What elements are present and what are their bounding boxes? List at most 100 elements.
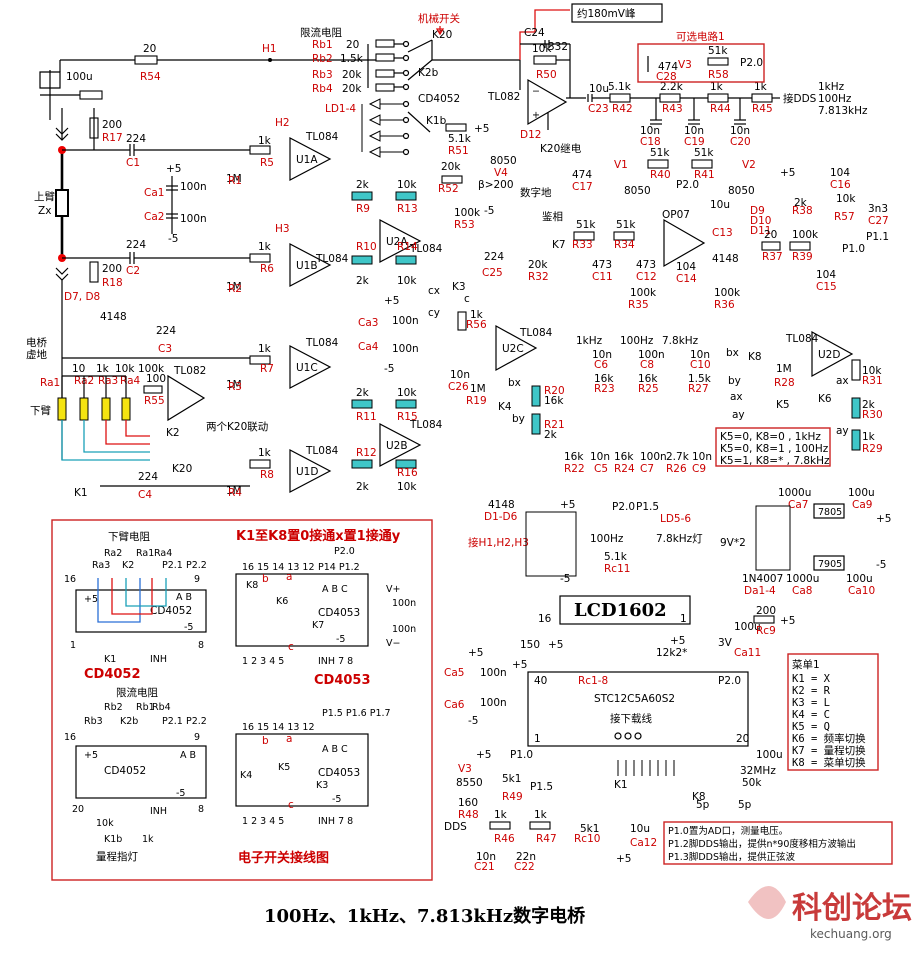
k3-cy: cy <box>428 307 440 319</box>
c21-ref: C21 <box>474 861 495 873</box>
power-section: 4148 D1-D6 接H1,H2,H3 +5 -5 P2.0 P1.5 LD5… <box>468 487 891 597</box>
filter-1khz: 1kHz <box>576 335 603 347</box>
ra3-value: 10k <box>115 363 135 375</box>
xtal-32m: 32MHz <box>740 765 776 777</box>
svg-text:V−: V− <box>386 638 400 649</box>
r22-value: 16k <box>564 451 584 463</box>
ra1-value: 10 <box>72 363 85 375</box>
r7-value: 1k <box>258 343 272 355</box>
d16-4148: 4148 <box>488 499 515 511</box>
d16-plus5: +5 <box>560 499 575 511</box>
peak-text: 约180mV峰 <box>577 7 636 20</box>
r43-value: 2.2k <box>660 81 684 93</box>
r1-ref: R1 <box>228 175 242 187</box>
menu-item-0: K1 = X <box>792 673 831 685</box>
c23-ref: C23 <box>588 103 609 115</box>
r21-ref: R21 <box>544 419 565 431</box>
c28-value: 474 <box>658 61 678 73</box>
d9-ref: D9 <box>750 205 765 217</box>
ld14-label: LD1-4 <box>325 103 356 115</box>
mcu-label: STC12C5A60S2 <box>594 693 675 705</box>
ca3-ref: Ca3 <box>358 317 378 329</box>
k-table-row-1: K5=0, K8=1 , 100Hz <box>720 443 829 455</box>
r6-ref: R6 <box>260 263 274 275</box>
ca12-plus5: +5 <box>616 853 631 865</box>
k3-c: c <box>464 293 470 305</box>
h2-label: H2 <box>275 117 290 129</box>
ca5-value: 100n <box>480 667 507 679</box>
r25-value: 16k <box>638 373 658 385</box>
v4-beta: β>200 <box>478 179 514 191</box>
svg-text:16 15 14 13 12: 16 15 14 13 12 <box>242 722 315 733</box>
rc11-value: 5.1k <box>604 551 628 563</box>
r3-ref: R3 <box>228 381 242 393</box>
r54-ref: R54 <box>140 71 161 83</box>
limit-resistors: 限流电阻 Rb1 Rb2 Rb3 Rb4 20 1.5k 20k 20k 机械开… <box>300 12 520 95</box>
ra1-ref: Ra1 <box>40 377 60 389</box>
r45-ref: R45 <box>752 103 773 115</box>
ca1-value: 100n <box>180 181 207 193</box>
r48-ref: R48 <box>458 809 479 821</box>
mech-switch-label: 机械开关 <box>418 12 460 25</box>
menu-box: 菜单1 K1 = X K2 = R K3 = L K4 = C K5 = Q K… <box>787 653 879 771</box>
freq-1khz: 1kHz <box>818 81 845 93</box>
r49-ref: R49 <box>502 791 523 803</box>
svg-text:c: c <box>288 641 294 653</box>
tl082-lower: TL082 <box>173 365 206 377</box>
u2a-label: U2A <box>386 236 408 248</box>
c10-value: 10n <box>690 349 710 361</box>
d16-ref: D1-D6 <box>484 511 518 523</box>
ca1-plus5: +5 <box>166 163 181 175</box>
r55-ref: R55 <box>144 395 165 407</box>
r33-ref: R33 <box>572 239 593 251</box>
op07-label: OP07 <box>662 209 690 221</box>
menu-item-7: K8 = 菜单切换 <box>792 756 866 769</box>
ca8-ref: Ca8 <box>792 585 812 597</box>
k6-label: K6 <box>818 393 832 405</box>
ca8-value: 1000u <box>786 573 819 585</box>
r1-value: 1M <box>226 173 242 185</box>
r10-ref: R10 <box>356 241 377 253</box>
c9-ref: C9 <box>692 463 706 475</box>
menu-item-5: K6 = 频率切换 <box>792 732 866 745</box>
wiring-limit-res: 限流电阻 <box>116 686 158 699</box>
svg-text:10k: 10k <box>96 818 114 829</box>
k5-ax: ax <box>730 391 743 403</box>
svg-text:A B C: A B C <box>322 584 348 595</box>
watermark-logo-icon <box>748 886 786 919</box>
p11-label: P1.1 <box>866 231 889 243</box>
ca11-value: 100u <box>734 621 761 633</box>
c6-value: 10n <box>592 349 612 361</box>
rb4-ref: Rb4 <box>312 83 333 95</box>
digital-gnd-label: 数字地 <box>520 186 552 199</box>
c2-ref: C2 <box>126 265 140 277</box>
k1-label: K1 <box>74 487 88 499</box>
r28-ref: R28 <box>774 377 795 389</box>
ca11-ref: Ca11 <box>734 647 761 659</box>
v1-8050: 8050 <box>624 185 651 197</box>
c5-value: 10n <box>590 451 610 463</box>
r50-value: 10k <box>532 43 552 55</box>
r39-value: 100k <box>792 229 819 241</box>
wiring-heading: K1至K8置0接通x置1接通y <box>236 528 401 544</box>
ca10-ref: Ca10 <box>848 585 875 597</box>
r32-ref: R32 <box>528 271 549 283</box>
r53-ref: R53 <box>454 219 475 231</box>
d78-4148: 4148 <box>100 311 127 323</box>
u1c-tl084: TL084 <box>305 337 339 349</box>
rc10-value: 5k1 <box>580 823 599 835</box>
rc9-value: 200 <box>756 605 776 617</box>
c9-value: 10n <box>692 451 712 463</box>
p10-top: P1.0 <box>842 243 865 255</box>
svg-text:K1b: K1b <box>104 834 122 845</box>
k4-by: by <box>512 413 525 425</box>
u2c-label: U2C <box>502 343 524 355</box>
svg-text:16: 16 <box>64 732 76 743</box>
r47-ref: R47 <box>536 833 557 845</box>
mcu-p10: P1.0 <box>510 749 533 761</box>
r41-ref: R41 <box>694 169 715 181</box>
r23-value: 16k <box>594 373 614 385</box>
r41-value: 51k <box>694 147 714 159</box>
svg-text:P14 P1.2: P14 P1.2 <box>318 562 360 573</box>
ld56-ref: LD5-6 <box>660 513 691 525</box>
